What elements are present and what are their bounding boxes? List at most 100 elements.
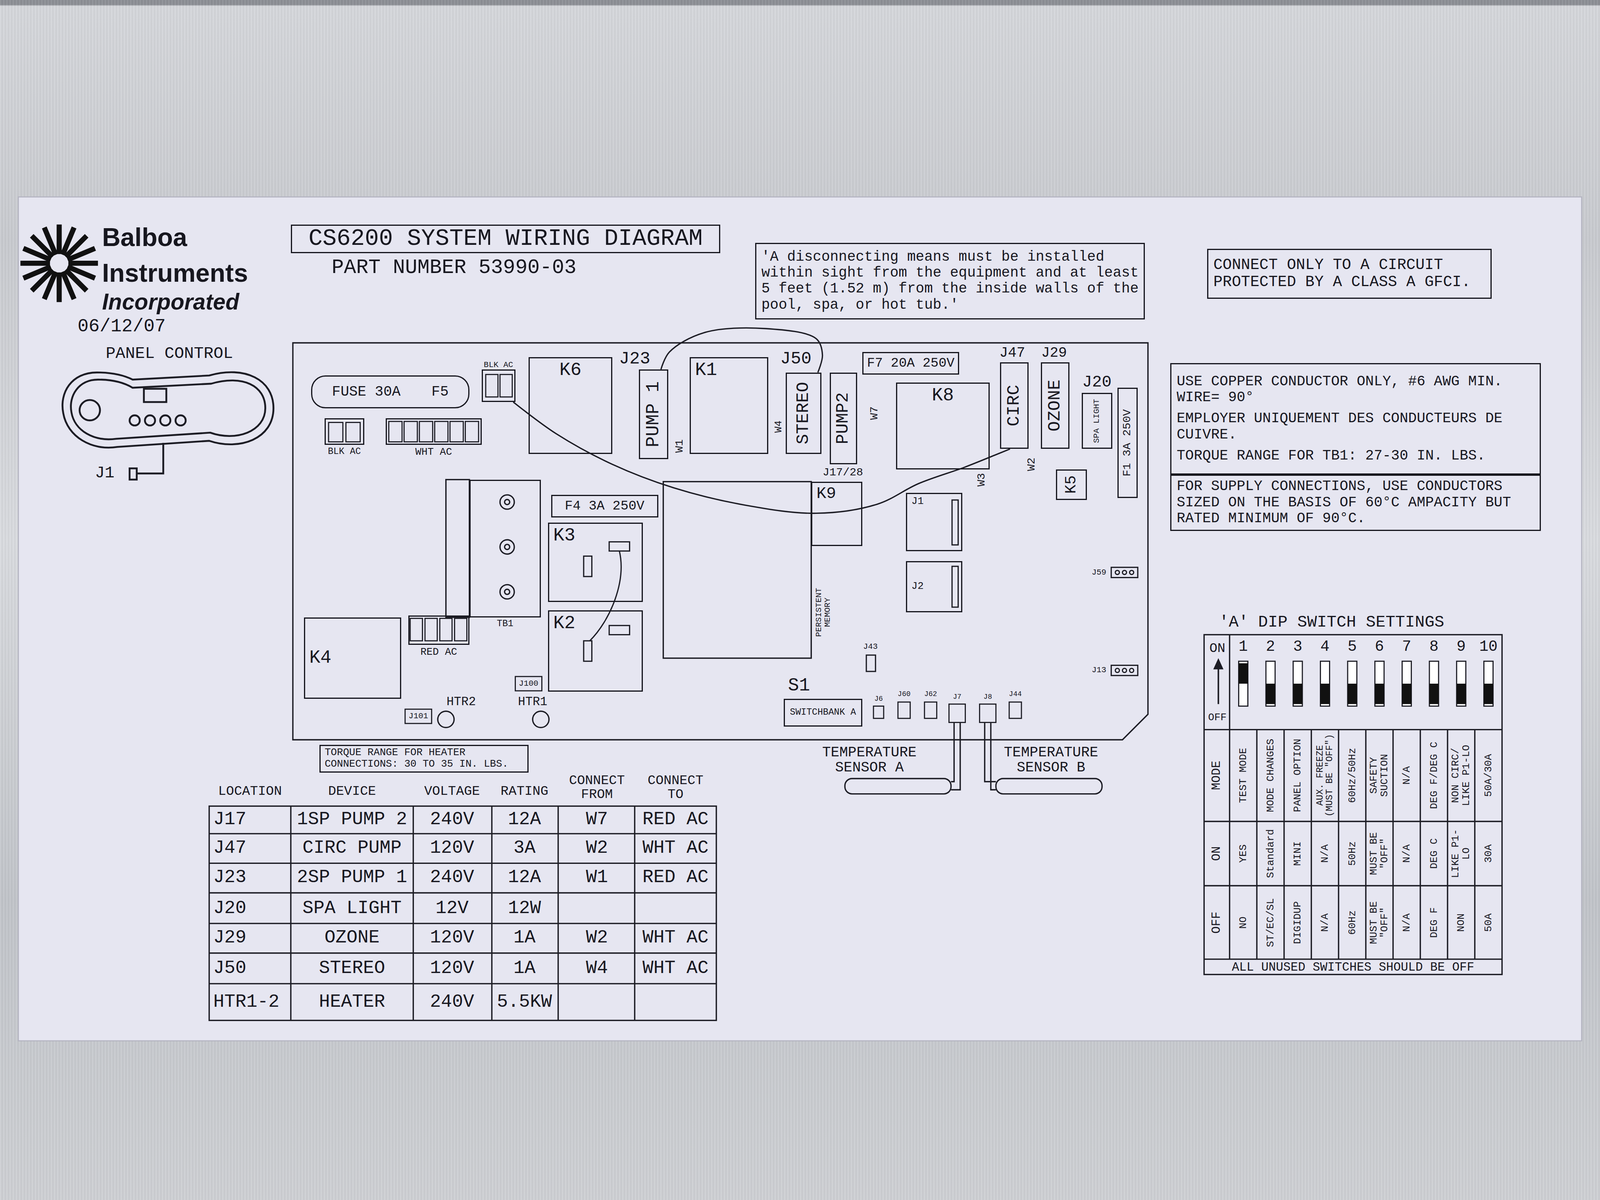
- switch-number: 10: [1479, 638, 1498, 656]
- part-label: FUSE 30A: [332, 384, 401, 400]
- table-cell: MUST BE "OFF": [1368, 889, 1391, 956]
- wire: [513, 401, 1010, 514]
- switch-number: 6: [1375, 638, 1385, 656]
- table-cell: 120V: [430, 838, 475, 858]
- relay-box: K2: [548, 610, 643, 693]
- connector-label: J44: [1008, 690, 1022, 698]
- table-cell: W2: [586, 838, 609, 858]
- wire-label: W1: [673, 439, 686, 453]
- switch-number: 7: [1401, 638, 1412, 656]
- terminal-block: TB1: [469, 479, 541, 618]
- note-text: 'A disconnecting means must be installed…: [761, 249, 1139, 314]
- table-cell: J47: [213, 838, 247, 858]
- terminal-pin: [346, 422, 361, 443]
- terminal-pin: [500, 374, 513, 398]
- terminal-screw: [504, 499, 510, 505]
- part-label: F1 3A 250V: [1121, 389, 1134, 496]
- part-label: K8: [931, 385, 954, 406]
- table-cell: W2: [586, 928, 609, 948]
- warning-note: 'A disconnecting means must be installed…: [755, 242, 1145, 320]
- connector-box: CIRC: [1000, 362, 1029, 450]
- panel-label: PANEL CONTROL: [105, 345, 233, 363]
- terminal-block: BLK AC: [324, 418, 365, 445]
- table-cell: SPA LIGHT: [302, 898, 402, 918]
- table-cell: N/A: [1401, 889, 1412, 956]
- table-cell: HEATER: [319, 992, 386, 1012]
- label-plate: [18, 196, 1582, 1041]
- logo-wordmark: Incorporated: [101, 290, 240, 314]
- note-text: USE COPPER CONDUCTOR ONLY, #6 AWG MIN. W…: [1176, 373, 1535, 406]
- temperature-probe: [951, 722, 961, 791]
- connector-box: PUMP 1: [638, 369, 669, 460]
- connector-outline: [405, 709, 432, 724]
- relay-box: K5: [1055, 469, 1087, 500]
- table-cell: 240V: [430, 867, 475, 888]
- header-connector: J1: [905, 492, 962, 552]
- table-cell: 1A: [513, 958, 536, 979]
- table-cell: 50Hz: [1346, 825, 1358, 882]
- connector-label: J17/28: [822, 466, 864, 479]
- connector-label: J6: [874, 695, 883, 703]
- panel-control-outline: [144, 415, 156, 426]
- connector-label: J8: [983, 693, 993, 701]
- table-cell: 120V: [430, 958, 475, 979]
- panel-control-outline: [62, 372, 274, 480]
- part-label: J2: [911, 580, 924, 593]
- relay-contact: [609, 625, 630, 635]
- relay-contact: [609, 541, 630, 551]
- switch-number: 4: [1320, 638, 1330, 656]
- table-cell: PANEL OPTION: [1292, 733, 1304, 818]
- table-cell: 60Hz/50Hz: [1346, 733, 1358, 818]
- terminal-pin: [439, 618, 452, 641]
- table-cell: CIRC PUMP: [302, 838, 402, 858]
- terminal-screw: [500, 539, 515, 554]
- part-label: K4: [309, 648, 332, 669]
- connector-label: J7: [952, 693, 962, 701]
- terminal-pin: [328, 422, 343, 443]
- connector-outline: [924, 701, 937, 719]
- part-label: K6: [559, 360, 582, 381]
- fuse-box: F4 3A 250V: [551, 494, 659, 518]
- switch-number: 1: [1238, 638, 1248, 656]
- dip-switch-lever: [1483, 683, 1493, 704]
- gfci-note: CONNECT ONLY TO A CIRCUIT PROTECTED BY A…: [1207, 248, 1492, 299]
- table-cell: NON: [1455, 889, 1467, 956]
- dip-switch-lever: [1375, 683, 1385, 704]
- connector-label: J23: [619, 350, 651, 369]
- terminal-pin: [465, 421, 479, 442]
- table-cell: N/A: [1319, 889, 1331, 956]
- part-label: PUMP2: [833, 374, 853, 463]
- table-cell: ST/EC/SL: [1265, 889, 1276, 956]
- connector-outline: [515, 676, 543, 691]
- switch-number: 9: [1456, 638, 1466, 656]
- dip-switch-lever: [1238, 663, 1493, 704]
- part-label: K5: [1063, 471, 1080, 499]
- relay-box: K4: [303, 617, 401, 700]
- pin-header: [1115, 668, 1120, 673]
- relay-box: K6: [528, 357, 613, 454]
- part-label: F7 20A 250V: [867, 355, 955, 371]
- fuse-box: F1 3A 250V: [1117, 387, 1138, 499]
- connector-outline: [405, 676, 1022, 724]
- logo-wordmark: Instruments: [101, 259, 249, 287]
- panel-control-outline: [136, 442, 164, 474]
- connector-outline: [873, 705, 884, 719]
- wire-label: W2: [1025, 457, 1038, 472]
- temperature-probe: [844, 778, 951, 795]
- table-cell: NON CIRC/ LIKE P1-LO: [1450, 733, 1472, 818]
- label-plate: [18, 196, 1582, 1041]
- part-label: K1: [695, 360, 718, 381]
- table-cell: DEG C: [1428, 825, 1440, 882]
- table-cell: LIKE P1-LO: [1450, 825, 1472, 882]
- connector-label: J20: [1082, 374, 1112, 392]
- pin-header: [1111, 665, 1138, 676]
- connector-outline: [1009, 701, 1022, 719]
- terminal-pin: [328, 374, 513, 641]
- temperature-probe: [996, 778, 1102, 795]
- terminal-pin: [410, 618, 423, 641]
- connector-label: J13: [1091, 666, 1107, 675]
- table-cell: 30A: [1482, 825, 1494, 882]
- part-label: WHT AC: [415, 446, 453, 458]
- dip-switch: [1483, 661, 1493, 706]
